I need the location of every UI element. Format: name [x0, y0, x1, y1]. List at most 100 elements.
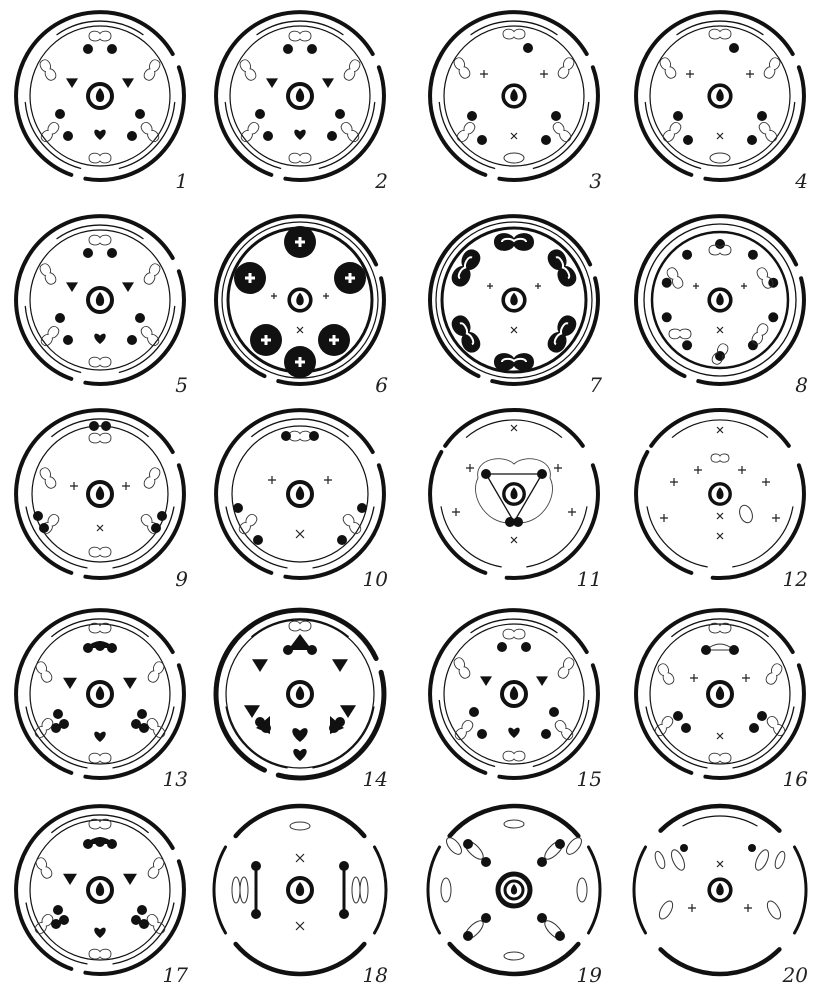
kidney-blotch: [448, 246, 483, 289]
figure-number: 7: [589, 373, 602, 397]
petal-arc: [439, 103, 494, 169]
anther: [556, 56, 576, 80]
figure-number: 14: [363, 767, 388, 791]
oval-outline: [352, 877, 360, 903]
sepal-arc: [651, 410, 789, 446]
anther: [237, 512, 259, 535]
anther: [711, 454, 729, 462]
ovule-dot: [481, 913, 491, 923]
anther: [289, 31, 311, 41]
plus-mark: [694, 466, 702, 474]
sepal-arc: [713, 465, 804, 578]
pistil-drop: [296, 88, 304, 102]
pistil-drop: [510, 487, 517, 499]
anther: [142, 466, 162, 490]
oval-outline: [360, 877, 368, 903]
petal-arc: [313, 707, 374, 768]
pistil-drop: [96, 88, 104, 102]
ovule-dot: [701, 645, 711, 655]
plus-mark: [271, 293, 277, 299]
ovule-dot: [263, 131, 273, 141]
floral-diagram-15: 15: [430, 610, 602, 791]
pistil-drop: [296, 882, 304, 896]
ovule-dot: [157, 511, 167, 521]
sepal-arc: [16, 452, 71, 573]
floral-diagram-16: 16: [636, 610, 808, 791]
ovule-dot: [757, 711, 767, 721]
anther: [669, 329, 691, 339]
nectary-mark: [332, 659, 348, 672]
ovule-dot: [463, 839, 473, 849]
figure-number: 2: [374, 169, 388, 193]
heart-mark: [94, 928, 105, 938]
petal-arc: [52, 815, 148, 833]
plus-mark: [452, 508, 460, 516]
oval-outline: [504, 153, 524, 163]
ovule-dot: [537, 469, 547, 479]
sepal-arc: [27, 410, 172, 452]
ovule-dot: [283, 44, 293, 54]
floral-diagram-1: 1: [16, 12, 188, 193]
anther: [661, 120, 683, 143]
heart-mark: [94, 732, 105, 742]
heart-mark: [294, 130, 305, 140]
anther: [146, 660, 166, 684]
figure-number: 17: [163, 963, 189, 987]
figure-number: 3: [589, 169, 602, 193]
figure-number: 10: [363, 567, 389, 591]
ovule-dot: [253, 535, 263, 545]
figure-number: 20: [782, 963, 809, 987]
anther: [142, 262, 162, 286]
floral-diagram-17: 17: [16, 806, 188, 987]
heart-mark: [292, 728, 307, 742]
nectary-mark: [123, 678, 137, 689]
sepal-arc: [16, 652, 71, 773]
oval-outline: [240, 877, 248, 903]
nectary-mark: [122, 78, 134, 88]
ovule-dot: [481, 857, 491, 867]
plus-mark: [554, 464, 562, 472]
oval-outline: [577, 878, 587, 902]
oval-outline: [753, 848, 771, 872]
ovule-dot: [55, 313, 65, 323]
anther: [239, 120, 261, 143]
anther: [453, 718, 475, 741]
figure-number: 19: [577, 963, 603, 987]
sepal-arc: [227, 410, 372, 452]
figure-number: 12: [783, 567, 808, 591]
sepal-arc: [795, 847, 807, 933]
petal-arc: [52, 619, 148, 637]
plus-mark: [70, 482, 78, 490]
anther: [89, 949, 111, 959]
figure-number: 9: [175, 567, 188, 591]
plus-mark: [741, 283, 747, 289]
pistil-drop: [716, 883, 723, 896]
anther: [556, 656, 576, 680]
oval-outline: [441, 878, 451, 902]
anther: [709, 29, 731, 39]
anther: [709, 753, 731, 763]
anther: [139, 120, 161, 143]
petal-arc: [533, 103, 588, 169]
ovule-dot: [95, 837, 105, 847]
ovule-dot: [307, 44, 317, 54]
perianth-arc: [527, 507, 587, 567]
anther: [339, 120, 361, 143]
plus-mark: [670, 478, 678, 486]
ovule-dot: [662, 312, 672, 322]
figure-number: 1: [175, 169, 188, 193]
pistil-drop: [96, 292, 104, 306]
perianth-arc: [647, 507, 707, 567]
ovule-dot: [749, 723, 759, 733]
anther: [765, 714, 787, 737]
pistil-drop: [96, 882, 104, 896]
sepal-arc: [428, 847, 440, 933]
ovule-dot: [683, 135, 693, 145]
floral-diagram-9: 9: [16, 410, 188, 591]
figure-number: 6: [375, 373, 388, 397]
ovule-dot: [53, 905, 63, 915]
anther: [750, 322, 770, 346]
ovule-dot: [662, 278, 672, 288]
ovule-dot: [83, 44, 93, 54]
pistil-drop: [296, 686, 304, 700]
